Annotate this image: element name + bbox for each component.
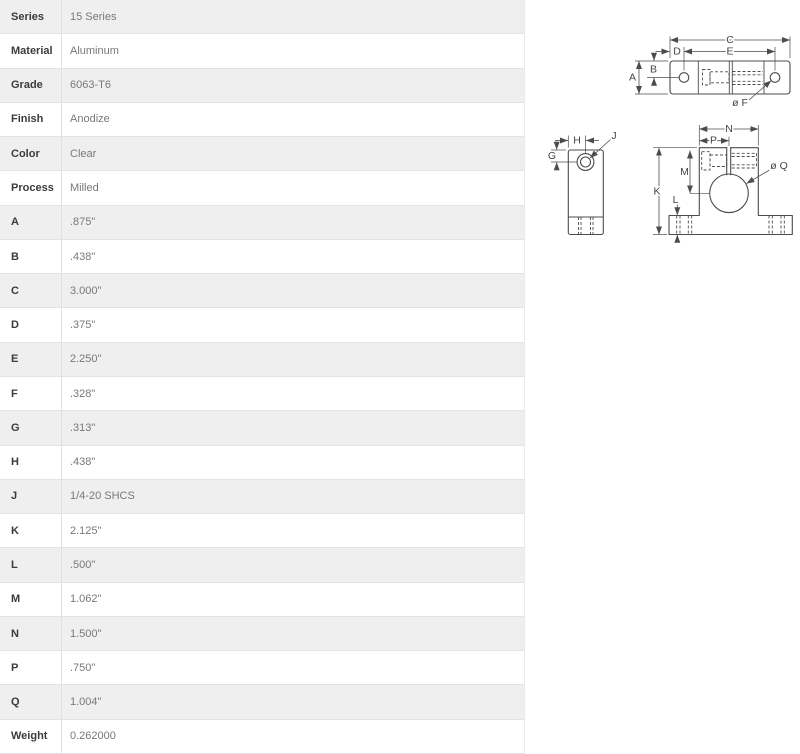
spec-value: 15 Series [70,10,117,23]
side-view: H J G [546,129,618,236]
spec-value: .328" [70,387,96,400]
table-row: E 2.250" [0,342,524,377]
spec-value: .875" [70,216,96,229]
table-row: G .313" [0,411,524,446]
spec-value: .375" [70,319,96,332]
dim-label-d: D [673,46,681,58]
spec-label: E [0,342,62,376]
spec-value: .500" [70,558,96,571]
table-row: Series 15 Series [0,0,524,35]
spec-value: Clear [70,147,97,160]
side-hole-inner [579,156,592,168]
spec-label: B [0,239,62,274]
dim-label-c: C [726,34,734,46]
spec-label: K [0,514,62,548]
technical-drawing: C E D A B ø F [525,0,800,260]
top-view: C E D A B ø F [627,33,791,111]
table-row: H .438" [0,445,524,480]
table-row: F .328" [0,377,524,412]
spec-value: 6063-T6 [70,79,111,92]
spec-value: 1/4-20 SHCS [70,490,135,503]
drawing-svg: C E D A B ø F [546,33,793,243]
table-row: C 3.000" [0,274,524,309]
spec-label: Grade [0,68,62,102]
spec-label: Q [0,685,62,719]
dim-label-g: G [548,150,556,162]
spec-label: G [0,411,62,445]
table-row: Grade 6063-T6 [0,68,524,103]
dim-label-f: ø F [732,97,748,109]
spec-value: 2.125" [70,524,102,537]
spec-label: D [0,308,62,342]
spec-label: C [0,274,62,308]
dim-label-p: P [710,135,717,147]
table-row: Process Milled [0,171,524,206]
hole-right [769,72,781,83]
spec-label: J [0,479,62,514]
dim-label-n: N [725,123,733,135]
dim-label-l: L [673,194,679,206]
spec-value: Anodize [70,113,110,126]
dim-label-k: K [653,186,660,198]
spec-value: Aluminum [70,44,119,57]
spec-value: Milled [70,181,99,194]
spec-label: Process [0,171,62,205]
side-hole-outer [576,153,595,171]
table-row: P .750" [0,651,524,686]
spec-label: N [0,616,62,651]
table-row: D .375" [0,308,524,343]
dim-label-q: ø Q [770,160,788,172]
table-row: Q 1.004" [0,685,524,720]
spec-value: .438" [70,456,96,469]
table-row: Color Clear [0,137,524,172]
table-row: M 1.062" [0,582,524,617]
table-row: N 1.500" [0,616,524,652]
dim-label-h: H [573,135,581,147]
hole-left [678,72,690,83]
end-view: N P M K L ø Q [652,122,793,243]
spec-label: Series [0,0,62,34]
spec-label: Color [0,137,62,171]
spec-label: L [0,548,62,582]
spec-value: 1.004" [70,696,102,709]
table-row: K 2.125" [0,514,524,549]
dim-label-e: E [726,46,733,58]
spec-value: 1.500" [70,627,102,640]
table-row: A .875" [0,205,524,240]
table-row: J 1/4-20 SHCS [0,479,524,515]
spec-label: Weight [0,719,62,753]
spec-value: 2.250" [70,353,102,366]
spec-label: M [0,582,62,616]
table-row: L .500" [0,548,524,583]
spec-label: Material [0,34,62,68]
spec-value: 1.062" [70,593,102,606]
spec-label: F [0,377,62,411]
table-row: B .438" [0,239,524,275]
table-row: Finish Anodize [0,102,524,138]
spec-label: Finish [0,102,62,137]
spec-label: A [0,205,62,239]
spec-label: H [0,445,62,479]
dim-label-m: M [680,166,689,178]
spec-value: .438" [70,250,96,263]
spec-label: P [0,651,62,685]
spec-value: 0.262000 [70,730,116,743]
spec-value: .313" [70,421,96,434]
bore-circle [709,173,749,214]
dim-label-b: B [650,64,657,76]
table-row: Weight 0.262000 [0,719,524,754]
spec-value: 3.000" [70,284,102,297]
spec-value: .750" [70,661,96,674]
table-row: Material Aluminum [0,34,524,69]
dim-label-a: A [629,72,636,84]
spec-table: Series 15 Series Material Aluminum Grade… [0,0,525,754]
dim-label-j: J [611,130,616,142]
